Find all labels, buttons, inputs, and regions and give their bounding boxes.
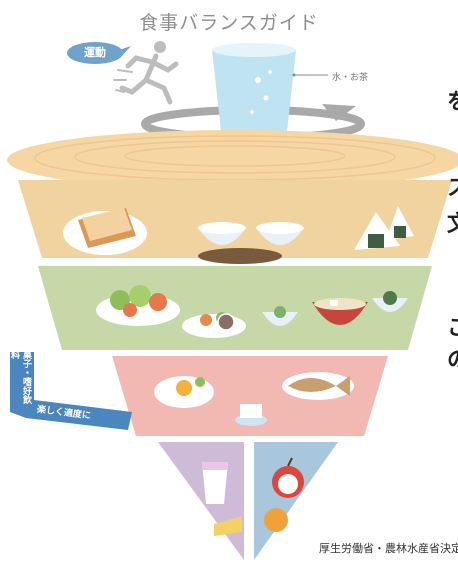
soup-bowl-icon <box>312 298 368 325</box>
small-bowl-icon <box>262 306 298 326</box>
water-tea-label: 水・お茶 <box>332 73 369 83</box>
grilled-fish-icon <box>282 372 354 400</box>
side-text-char: ス <box>447 178 458 200</box>
milk-glass-icon <box>202 462 228 504</box>
rice-ball-icon <box>354 206 414 250</box>
small-bowl-icon <box>372 291 408 312</box>
side-text-char: こ <box>447 318 458 340</box>
orange-icon <box>264 508 288 532</box>
rice-bowl-icon <box>198 222 304 264</box>
side-text-char: 文 <box>447 214 458 236</box>
dairy-tier <box>158 442 244 560</box>
vegetable-dish-icon <box>182 312 246 338</box>
toast-icon <box>63 208 147 255</box>
fried-egg-icon <box>154 376 214 408</box>
tofu-icon <box>235 404 267 426</box>
exercise-label: 運動 <box>84 46 106 59</box>
snack-ribbon <box>10 352 132 430</box>
cheese-icon <box>214 516 242 536</box>
side-text-char: を <box>447 92 458 114</box>
apple-icon <box>272 457 304 498</box>
running-figure-icon <box>113 41 179 105</box>
credit-text: 厚生労働省・農林水産省決定 <box>319 542 458 555</box>
exercise-badge <box>67 42 131 64</box>
salad-icon <box>96 285 180 326</box>
water-glass-icon <box>212 43 296 140</box>
page-title: 食事バランスガイド <box>139 12 319 34</box>
confectionery-beverages-label: 菓子・嗜好飲料 <box>9 350 31 404</box>
side-text-char: の <box>447 350 458 372</box>
